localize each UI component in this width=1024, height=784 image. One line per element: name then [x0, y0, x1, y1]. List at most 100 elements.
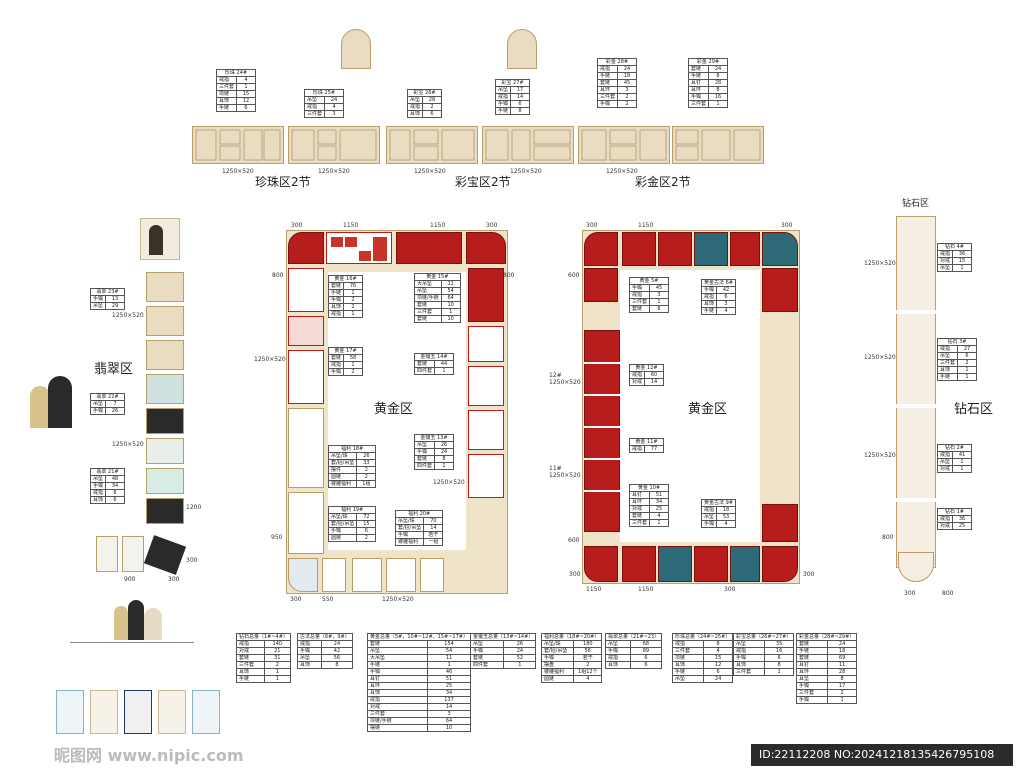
row-qty: 137	[427, 696, 471, 704]
row-item: 手镯	[700, 286, 718, 294]
dim-jade-1: 1250×520	[112, 312, 144, 319]
diamond-round-cabinet	[898, 552, 934, 582]
row-qty: 15	[356, 520, 377, 528]
row-qty: 52	[503, 654, 537, 662]
row-qty: 14	[427, 703, 471, 711]
row-item: 套/招/吊坠	[327, 459, 358, 467]
gold-left-tray-corner-tl	[288, 232, 324, 264]
row-item: 吊坠	[733, 640, 765, 648]
row-qty: 48	[105, 475, 126, 483]
row-item: 戒指	[494, 93, 512, 101]
row-item: 戒指	[628, 445, 646, 453]
row-qty: 8	[510, 107, 531, 115]
gold-right-corner-br	[762, 546, 798, 582]
zone-label-gold-left: 黄金区	[374, 402, 414, 417]
row-qty: 1	[440, 308, 461, 316]
jade-side-deco	[30, 376, 74, 428]
row-qty: 2	[356, 534, 377, 542]
row-qty: 6	[957, 352, 978, 360]
row-qty: 2	[617, 100, 638, 108]
row-item: 镂雕福利	[327, 480, 358, 488]
row-item: 三件套	[236, 661, 265, 669]
row-item: 三件套	[936, 359, 959, 367]
dim-top-1: 1250×520	[222, 168, 254, 175]
row-qty: 1	[952, 264, 973, 272]
table-title: 钻石 1#	[936, 508, 973, 516]
arch-decoration-right	[507, 29, 537, 69]
row-item: 套链	[687, 65, 710, 73]
row-item: 对戒	[936, 465, 954, 473]
row-item: 三件套	[796, 689, 828, 697]
row-item: 耳饰	[605, 661, 631, 669]
row-item: 套链	[596, 79, 619, 87]
row-qty: 70	[423, 517, 444, 525]
row-qty: 10	[440, 315, 461, 323]
row-qty: 6	[702, 668, 734, 676]
row-item: 手镯	[296, 647, 323, 655]
row-qty: 1	[649, 298, 670, 306]
dim-diamond-3: 1250×520	[864, 452, 896, 459]
row-item: 手镯	[605, 647, 631, 655]
row-item: 吊坠	[700, 513, 718, 521]
dim-gold-left-9: 300	[290, 596, 302, 603]
dim-diamond-1: 1250×520	[864, 260, 896, 267]
row-item: 吊坠	[89, 400, 107, 408]
row-qty: 41	[952, 451, 973, 459]
table-title: 彩金 29#	[687, 58, 729, 66]
row-qty: 15	[952, 257, 973, 265]
table-title: 珍珠总量（24#~25#）	[671, 633, 734, 641]
dim-gold-right-8: 300	[569, 571, 581, 578]
row-item: 手镯	[700, 520, 718, 528]
dim-gold-right-1: 300	[586, 222, 598, 229]
dim-gold-right-9: 1150	[586, 586, 602, 593]
row-item: 吊坠	[406, 96, 424, 104]
table-row: 手镯若干	[540, 654, 603, 662]
dim-top-4: 1250×520	[510, 168, 542, 175]
row-item: 戒指	[303, 103, 326, 111]
row-qty: 6	[236, 104, 257, 112]
dim-top-2: 1250×520	[318, 168, 350, 175]
row-item: 手链	[687, 72, 710, 80]
row-qty: 11	[427, 654, 471, 662]
dim-top-3: 1250×520	[414, 168, 446, 175]
table-title: 钻石总量（1#~4#）	[236, 633, 291, 641]
row-item: 戒指	[215, 76, 238, 84]
row-qty: 6	[649, 305, 670, 313]
row-item: 手镯	[796, 696, 828, 704]
zone-label-gold-right: 黄金区	[688, 402, 728, 417]
row-item: 吊坠	[936, 352, 959, 360]
row-qty: 6	[716, 293, 737, 301]
row-qty: 4	[324, 103, 345, 111]
gold-right-column	[584, 330, 620, 532]
row-item: 吊坠	[89, 475, 107, 483]
